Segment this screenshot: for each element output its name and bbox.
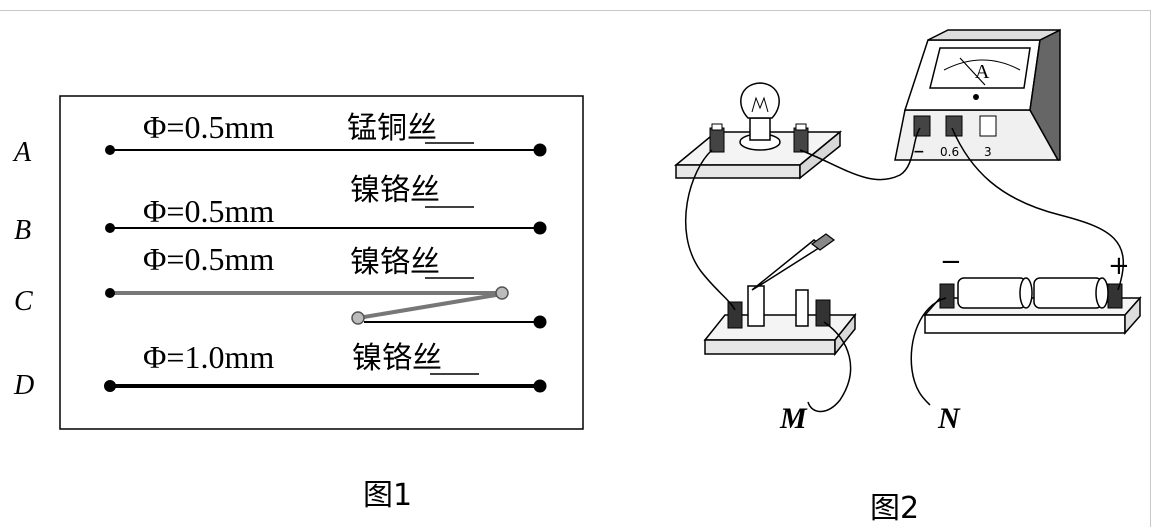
switch-clip — [795, 289, 809, 327]
bulb-neck — [749, 117, 771, 141]
wire-c-spec: Φ=0.5mm — [143, 241, 274, 277]
wire-b-spec: Φ=0.5mm — [143, 193, 274, 229]
battery-base-side — [1124, 296, 1141, 335]
ammeter-terminal-06 — [945, 115, 963, 137]
wire-c-label: C — [14, 286, 33, 317]
battery-cell-2 — [1033, 277, 1109, 309]
wire-b-material: 镍铬丝 — [350, 173, 440, 208]
battery-plus-label: + — [1108, 251, 1130, 281]
wire-lamp-to-ammeter — [799, 127, 921, 181]
battery-neg-post — [939, 283, 955, 309]
wire-a-left-terminal — [105, 145, 115, 155]
wire-b-label: B — [14, 215, 31, 246]
wire-board — [59, 95, 584, 430]
top-border — [0, 10, 1151, 11]
ammeter-scale-arc — [943, 59, 1021, 71]
light-bulb-icon — [740, 82, 780, 119]
wire-b-left-terminal — [105, 223, 115, 233]
wire-c-right-terminal — [533, 315, 547, 329]
lamp-board — [673, 82, 843, 180]
wire-a-right-terminal — [533, 143, 547, 157]
wire-b-right-terminal — [533, 221, 547, 235]
switch-blade — [751, 239, 824, 291]
wire-c-fold-end — [495, 286, 509, 300]
knife-switch — [703, 233, 857, 357]
wire-d-right-terminal — [533, 379, 547, 393]
wire-a-material: 锰铜丝 — [347, 111, 437, 146]
switch-left-post — [727, 301, 743, 329]
ammeter-dial-window — [929, 47, 1031, 89]
wire-d-spec: Φ=1.0mm — [143, 339, 274, 375]
wire-lamp-to-switch — [685, 149, 736, 311]
switch-base-side — [834, 312, 856, 357]
switch-right-post — [815, 299, 831, 327]
ammeter-zero-adjust — [973, 94, 979, 100]
wire-d-left-terminal — [104, 380, 116, 392]
battery-base-front — [924, 314, 1126, 334]
figure-2-caption: 图2 — [870, 491, 919, 526]
lamp-left-binding-post — [709, 123, 725, 153]
wire-b: B Φ=0.5mm 镍铬丝 — [14, 173, 547, 246]
switch-hinge — [747, 285, 765, 327]
figure-1-caption: 图1 — [363, 478, 412, 513]
wire-a-label: A — [12, 137, 32, 168]
terminal-m-label: M — [779, 402, 808, 435]
ammeter: A − 0.6 3 — [894, 28, 1061, 161]
wire-d-label: D — [13, 370, 34, 401]
ammeter-body-side — [1029, 28, 1061, 161]
ammeter-needle — [959, 57, 986, 86]
wire-lead-n — [910, 297, 947, 406]
wire-a-spec: Φ=0.5mm — [143, 109, 274, 145]
ammeter-terminal-3 — [979, 115, 997, 137]
ammeter-top — [927, 29, 1061, 41]
figure-1: A Φ=0.5mm 锰铜丝 B Φ=0.5mm 镍铬丝 C — [12, 95, 584, 513]
ammeter-label-3: 3 — [984, 145, 992, 159]
ammeter-label-06: 0.6 — [940, 145, 959, 159]
figure-2: A − 0.6 3 — [673, 28, 1142, 526]
wire-c: C Φ=0.5mm 镍铬丝 — [14, 241, 547, 329]
wire-ammeter-to-battery — [951, 127, 1124, 291]
lamp-base-side — [799, 130, 841, 180]
wire-c-material: 镍铬丝 — [350, 245, 440, 280]
wire-d-material: 镍铬丝 — [352, 341, 442, 376]
ammeter-terminal-neg — [913, 115, 931, 137]
wire-c-lower-strand — [357, 292, 503, 320]
battery-cell-1 — [957, 277, 1033, 309]
wire-lead-m — [807, 321, 852, 413]
terminal-n-label: N — [937, 402, 961, 435]
wire-d: D Φ=1.0mm 镍铬丝 — [13, 339, 547, 401]
switch-base-front — [704, 339, 836, 355]
wire-c-left-terminal — [105, 288, 115, 298]
switch-handle — [810, 233, 836, 251]
wire-a: A Φ=0.5mm 锰铜丝 — [12, 109, 547, 168]
battery-holder: − + — [923, 247, 1142, 335]
wire-c-inner-end — [351, 311, 365, 325]
battery-pos-post — [1107, 283, 1123, 309]
ammeter-symbol: A — [975, 61, 990, 83]
battery-minus-label: − — [940, 247, 962, 277]
lamp-right-binding-post — [793, 123, 809, 153]
ammeter-label-neg: − — [913, 144, 925, 160]
